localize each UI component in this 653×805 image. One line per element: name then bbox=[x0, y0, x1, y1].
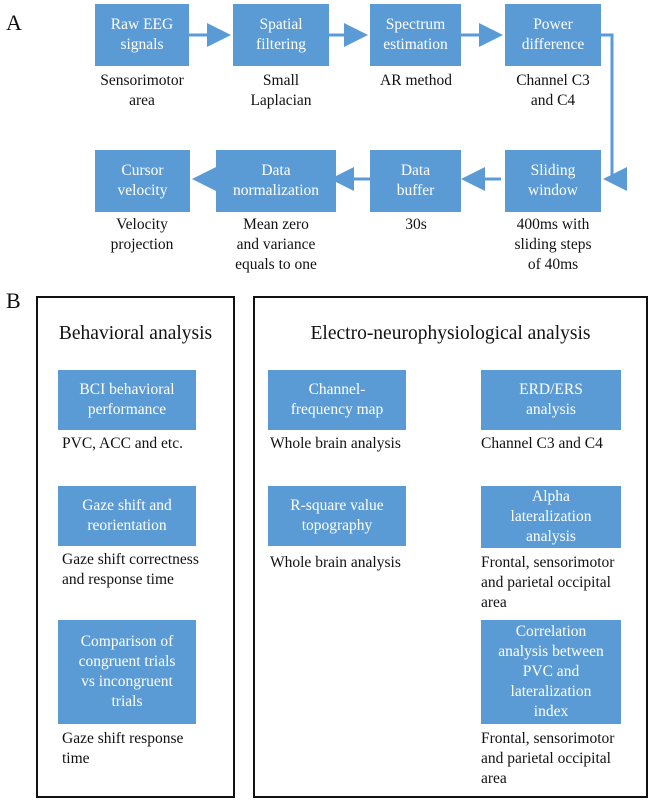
erd-ers-analysis-box: ERD/ERS analysis bbox=[481, 370, 621, 430]
spatial-filtering-caption: Small Laplacian bbox=[250, 72, 312, 109]
flow-arrows bbox=[189, 23, 627, 191]
erd-ers-caption: Channel C3 and C4 bbox=[481, 435, 603, 452]
raw-eeg-caption: Sensorimotor area bbox=[100, 72, 184, 109]
r-square-topography-caption: Whole brain analysis bbox=[270, 554, 401, 571]
panel-a-label: A bbox=[6, 10, 22, 35]
correlation-analysis-caption: Frontal, sensorimotor and parietal occip… bbox=[481, 730, 615, 787]
channel-frequency-map-caption: Whole brain analysis bbox=[270, 435, 401, 452]
behavioral-analysis-frame bbox=[36, 296, 235, 798]
sliding-window-caption: 400ms with sliding steps of 40ms bbox=[514, 216, 592, 273]
spatial-filtering-box: Spatial filtering bbox=[233, 4, 329, 66]
bci-behavioral-performance-box: BCI behavioral performance bbox=[58, 370, 196, 430]
sliding-window-box: Sliding window bbox=[505, 150, 601, 212]
data-normalization-caption: Mean zero and variance equals to one bbox=[235, 216, 317, 273]
electro-analysis-frame bbox=[253, 296, 648, 798]
panel-b-label: B bbox=[6, 288, 21, 313]
spectrum-estimation-caption: AR method bbox=[380, 72, 452, 89]
data-buffer-caption: 30s bbox=[405, 216, 427, 233]
bci-behavioral-caption: PVC, ACC and etc. bbox=[62, 435, 183, 452]
cursor-velocity-box: Cursor velocity bbox=[95, 150, 190, 212]
r-square-topography-box: R-square value topography bbox=[268, 486, 406, 546]
congruent-comparison-box: Comparison of congruent trials vs incong… bbox=[58, 620, 196, 724]
power-difference-caption: Channel C3 and C4 bbox=[516, 72, 590, 109]
raw-eeg-signals-box: Raw EEG signals bbox=[95, 4, 189, 66]
data-normalization-box: Data normalization bbox=[216, 150, 336, 212]
power-difference-box: Power difference bbox=[505, 4, 601, 66]
electro-analysis-heading: Electro-neurophysiological analysis bbox=[310, 323, 591, 344]
cursor-velocity-caption: Velocity projection bbox=[110, 216, 174, 253]
alpha-lateralization-caption: Frontal, sensorimotor and parietal occip… bbox=[481, 554, 615, 611]
correlation-analysis-box: Correlation analysis between PVC and lat… bbox=[481, 620, 621, 724]
channel-frequency-map-box: Channel- frequency map bbox=[268, 370, 406, 430]
gaze-shift-reorientation-box: Gaze shift and reorientation bbox=[58, 486, 196, 546]
arrow-power-to-sliding bbox=[601, 33, 627, 191]
behavioral-analysis-heading: Behavioral analysis bbox=[58, 323, 213, 344]
data-buffer-box: Data buffer bbox=[370, 150, 461, 212]
spectrum-estimation-box: Spectrum estimation bbox=[370, 4, 461, 66]
congruent-comparison-caption: Gaze shift response time bbox=[62, 730, 184, 767]
gaze-shift-reorientation-caption: Gaze shift correctness and response time bbox=[62, 551, 199, 588]
alpha-lateralization-box: Alpha lateralization analysis bbox=[481, 486, 621, 548]
